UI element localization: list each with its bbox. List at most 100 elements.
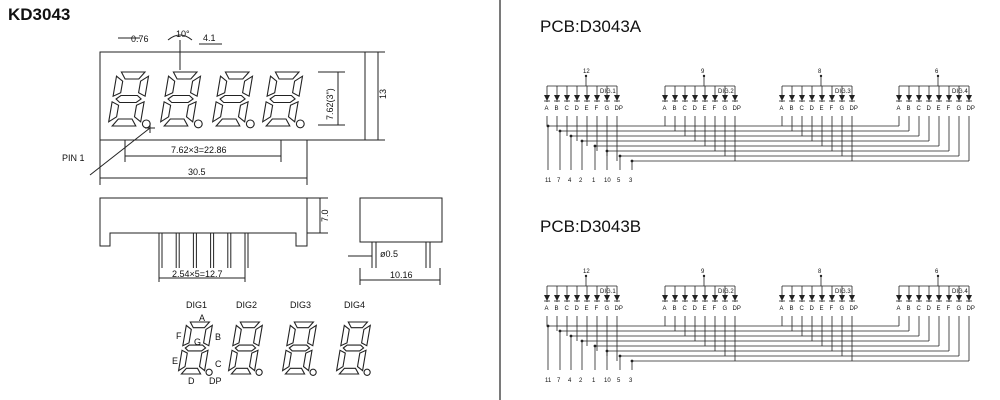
segment-f — [266, 75, 278, 98]
pin-number: 2 — [579, 378, 583, 384]
led-diode — [692, 95, 698, 101]
pin-number: 3 — [629, 178, 633, 184]
segment-label: DP — [967, 306, 975, 312]
led-diode — [614, 95, 620, 101]
segment-label: A — [663, 106, 667, 112]
segment-label: DP — [733, 106, 741, 112]
segment-f — [340, 324, 350, 347]
segment-letter-dp: DP — [209, 376, 222, 386]
led-diode — [956, 95, 962, 101]
segment-g — [184, 344, 207, 352]
segment-label: D — [575, 106, 580, 112]
dim-pin-span: 2.54×5=12.7 — [172, 269, 223, 279]
segment-c — [302, 349, 313, 372]
led-diode — [692, 295, 698, 301]
segment-g — [234, 344, 257, 352]
segment-label: D — [693, 306, 698, 312]
segment-label: B — [907, 106, 911, 112]
pin1-label: PIN 1 — [62, 153, 85, 163]
segment-label: D — [575, 306, 580, 312]
segment-label: DP — [850, 106, 858, 112]
led-diode — [779, 95, 785, 101]
segment-label: G — [723, 306, 728, 312]
led-diode — [839, 295, 845, 301]
led-diode — [662, 295, 668, 301]
led-diode — [662, 95, 668, 101]
segment-a — [172, 71, 199, 80]
segment-f — [182, 324, 192, 347]
segment-b — [241, 75, 254, 98]
segment-label: F — [947, 106, 951, 112]
segment-dp — [295, 119, 305, 129]
segment-e — [177, 349, 188, 372]
segment-label: E — [703, 306, 707, 312]
digit-label: DIG.1 — [600, 289, 616, 295]
segment-label: B — [907, 306, 911, 312]
led-diode — [926, 95, 932, 101]
led-diode — [946, 95, 952, 101]
led-diode — [604, 295, 610, 301]
led-diode — [926, 295, 932, 301]
segment-label: D — [693, 106, 698, 112]
led-diode — [672, 95, 678, 101]
segment-a — [189, 321, 211, 329]
segment-d — [230, 367, 252, 375]
segment-d — [180, 367, 202, 375]
led-diode — [564, 95, 570, 101]
segment-a — [224, 71, 251, 80]
led-diode — [712, 295, 718, 301]
led-diode — [702, 295, 708, 301]
segment-label: A — [780, 306, 784, 312]
segment-e — [159, 100, 172, 123]
segment-c — [185, 100, 197, 123]
digit-label: DIG.2 — [718, 89, 734, 95]
led-diode — [799, 295, 805, 301]
segment-label: F — [713, 106, 717, 112]
segment-label: G — [723, 106, 728, 112]
led-diode — [966, 95, 972, 101]
ident-digit-4 — [335, 321, 372, 376]
segment-label: G — [957, 106, 962, 112]
segment-label: E — [937, 306, 941, 312]
led-diode — [594, 95, 600, 101]
pin-number: 1 — [592, 378, 596, 384]
front-digit-3 — [211, 71, 255, 129]
led-diode — [712, 95, 718, 101]
common-pin-label: 8 — [818, 69, 822, 75]
digit-name-2: DIG2 — [236, 300, 257, 310]
segment-label: E — [820, 106, 824, 112]
dim-seg-width: 0.76 — [131, 34, 149, 44]
common-pin-label: 12 — [583, 269, 590, 275]
segment-a — [239, 321, 261, 329]
segment-f — [286, 324, 296, 347]
common-pin-label: 6 — [935, 69, 939, 75]
segment-label: G — [605, 306, 610, 312]
segment-e — [281, 349, 292, 372]
segment-label: C — [683, 106, 688, 112]
pin-number: 10 — [604, 178, 611, 184]
segment-c — [287, 100, 299, 123]
segment-letter-c: C — [215, 359, 222, 369]
bottom-pins — [158, 233, 249, 268]
segment-d — [162, 118, 189, 127]
segment-label: C — [800, 306, 805, 312]
front-digit-4 — [261, 71, 305, 129]
led-diode — [789, 95, 795, 101]
side-body — [359, 197, 443, 243]
segment-letter-g: G — [194, 337, 201, 347]
common-pin-label: 9 — [701, 69, 705, 75]
segment-letter-b: B — [215, 332, 221, 342]
front-digits — [107, 71, 305, 129]
led-diode — [906, 95, 912, 101]
schematic-title: PCB:D3043A — [540, 17, 642, 36]
segment-label: C — [565, 306, 570, 312]
segment-f — [216, 75, 228, 98]
segment-label: F — [947, 306, 951, 312]
model-title: KD3043 — [8, 5, 70, 24]
segment-label: F — [595, 106, 599, 112]
digit-name-1: DIG1 — [186, 300, 207, 310]
